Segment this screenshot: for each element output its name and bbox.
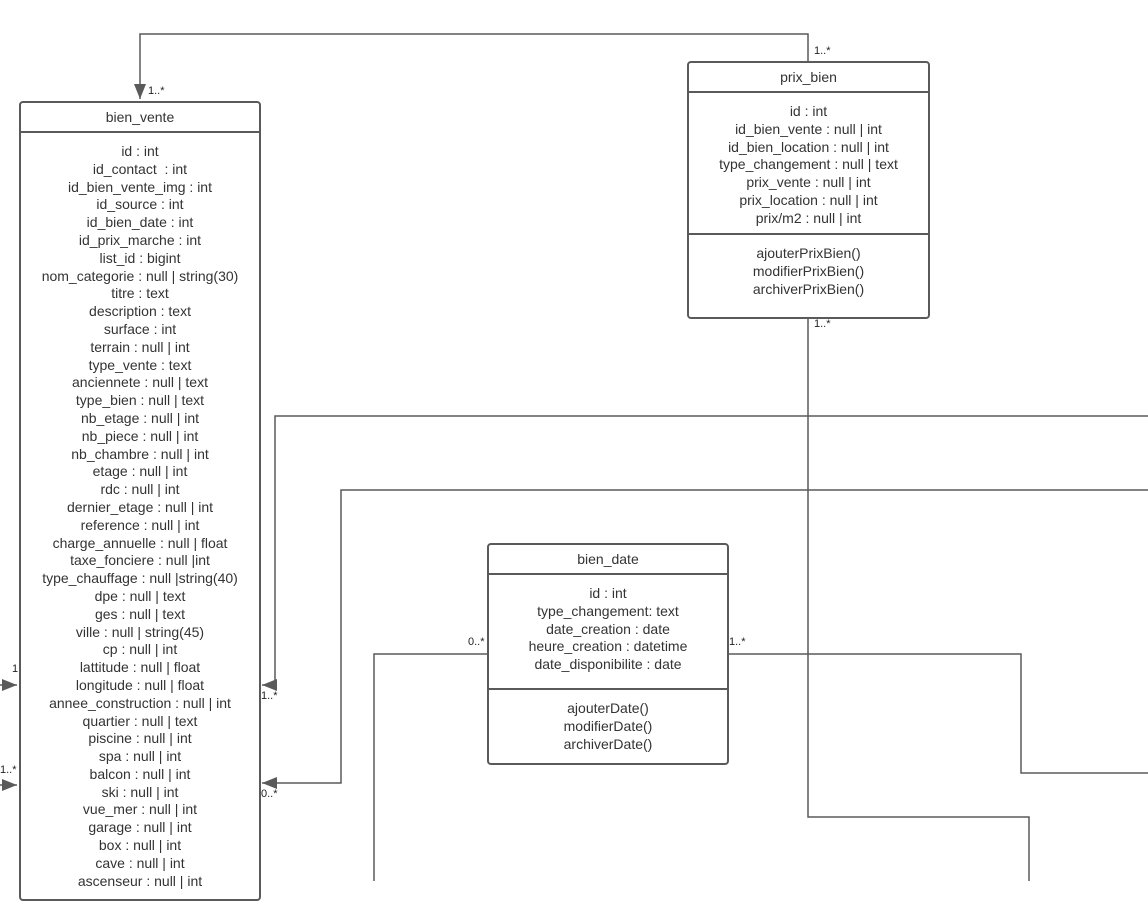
edge-date-right: [728, 653, 1148, 774]
attribute: date_creation : date: [546, 620, 670, 637]
attribute: prix_vente : null | int: [746, 174, 871, 191]
multiplicity-label: 1: [12, 663, 19, 675]
multiplicity-label: 0..*: [468, 636, 485, 648]
attribute: id_bien_vente_img : int: [68, 178, 212, 195]
edge-prix-bottom: [807, 318, 1030, 881]
attribute: nb_piece : null | int: [81, 427, 199, 444]
edge-prix-to-vente-top: [134, 33, 809, 99]
attribute: type_chauffage : null |string(40): [42, 570, 238, 587]
attribute: id_prix_marche : int: [78, 231, 202, 248]
attribute: id : int: [589, 585, 627, 601]
attribute: ski : null | int: [101, 783, 179, 800]
attribute: anciennete : null | text: [72, 374, 208, 391]
method: archiverDate(): [563, 735, 653, 752]
attribute: type_bien : null | text: [75, 392, 205, 409]
method: ajouterDate(): [567, 700, 649, 716]
attribute: rdc : null | int: [100, 481, 180, 498]
multiplicity-label: 1..*: [814, 318, 831, 330]
attribute: taxe_fonciere : null |int: [70, 552, 210, 569]
attribute: cave : null | int: [95, 854, 185, 871]
edge-right-to-vente-1: [262, 415, 1148, 691]
method: ajouterPrixBien(): [756, 245, 861, 261]
method: modifierPrixBien(): [752, 262, 865, 279]
multiplicity-label: 1..*: [148, 85, 165, 97]
attribute: id_bien_vente : null | int: [735, 120, 882, 137]
attribute: nb_etage : null | int: [80, 409, 200, 426]
attribute: id_source : int: [96, 196, 184, 213]
attribute: id_bien_location : null | int: [728, 138, 889, 155]
attribute: charge_annuelle : null | float: [52, 534, 228, 551]
attribute: type_changement: text: [537, 602, 679, 619]
attribute: type_vente : text: [88, 356, 192, 373]
attribute: titre : text: [111, 285, 169, 302]
attribute: garage : null | int: [88, 819, 192, 836]
class-name: bien_vente: [21, 103, 259, 133]
attribute: quartier : null | text: [82, 712, 198, 729]
attribute: ville : null | string(45): [75, 623, 205, 640]
attribute: lattitude : null | float: [79, 659, 201, 676]
attribute: dpe : null | text: [94, 587, 186, 604]
attribute: date_disponibilite : date: [534, 656, 682, 673]
class-name: bien_date: [489, 545, 727, 575]
attribute: annee_construction : null | int: [49, 694, 231, 711]
attribute: vue_mer : null | int: [82, 801, 198, 818]
attribute: id_bien_date : int: [86, 214, 194, 231]
attribute: prix/m2 : null | int: [755, 209, 862, 226]
attribute: type_changement : null | text: [719, 156, 898, 173]
attribute: box : null | int: [98, 837, 182, 854]
edge-date-left: [373, 653, 487, 881]
attribute: list_id : bigint: [99, 249, 181, 266]
attribute: spa : null | int: [98, 748, 182, 765]
attribute: longitude : null | float: [75, 676, 205, 693]
attribute: ascenseur : null | int: [77, 872, 203, 889]
multiplicity-label: 1..*: [0, 764, 17, 776]
attribute: surface : int: [103, 320, 177, 337]
multiplicity-label: 0..*: [261, 788, 278, 800]
attribute: id : int: [121, 143, 159, 159]
class-name: prix_bien: [689, 63, 928, 93]
multiplicity-label: 1..*: [261, 690, 278, 702]
multiplicity-label: 1..*: [729, 636, 746, 648]
attribute: piscine : null | int: [88, 730, 192, 747]
attribute: prix_location : null | int: [739, 191, 878, 208]
method: archiverPrixBien(): [752, 280, 865, 297]
method-list: ajouterDate()modifierDate()archiverDate(…: [489, 688, 727, 753]
attribute: dernier_etage : null | int: [66, 498, 214, 515]
association-lines: [0, 33, 1148, 881]
edge-right-to-vente-2: [262, 489, 1148, 789]
method-list: ajouterPrixBien()modifierPrixBien()archi…: [689, 233, 928, 298]
attribute: id_contact : int: [92, 160, 188, 177]
attribute: nb_chambre : null | int: [71, 445, 209, 462]
method: modifierDate(): [563, 717, 653, 734]
attribute: reference : null | int: [80, 516, 200, 533]
attribute: terrain : null | int: [90, 338, 190, 355]
attribute: id : int: [789, 103, 828, 119]
multiplicity-label: 1..*: [814, 45, 831, 57]
attribute: description : text: [89, 303, 191, 320]
attribute: etage : null | int: [92, 463, 188, 480]
attribute: cp : null | int: [102, 641, 178, 658]
attribute: balcon : null | int: [89, 765, 191, 782]
attribute: nom_categorie : null | string(30): [41, 267, 239, 284]
attribute: ges : null | text: [94, 605, 185, 622]
attribute: heure_creation : datetime: [528, 638, 688, 655]
